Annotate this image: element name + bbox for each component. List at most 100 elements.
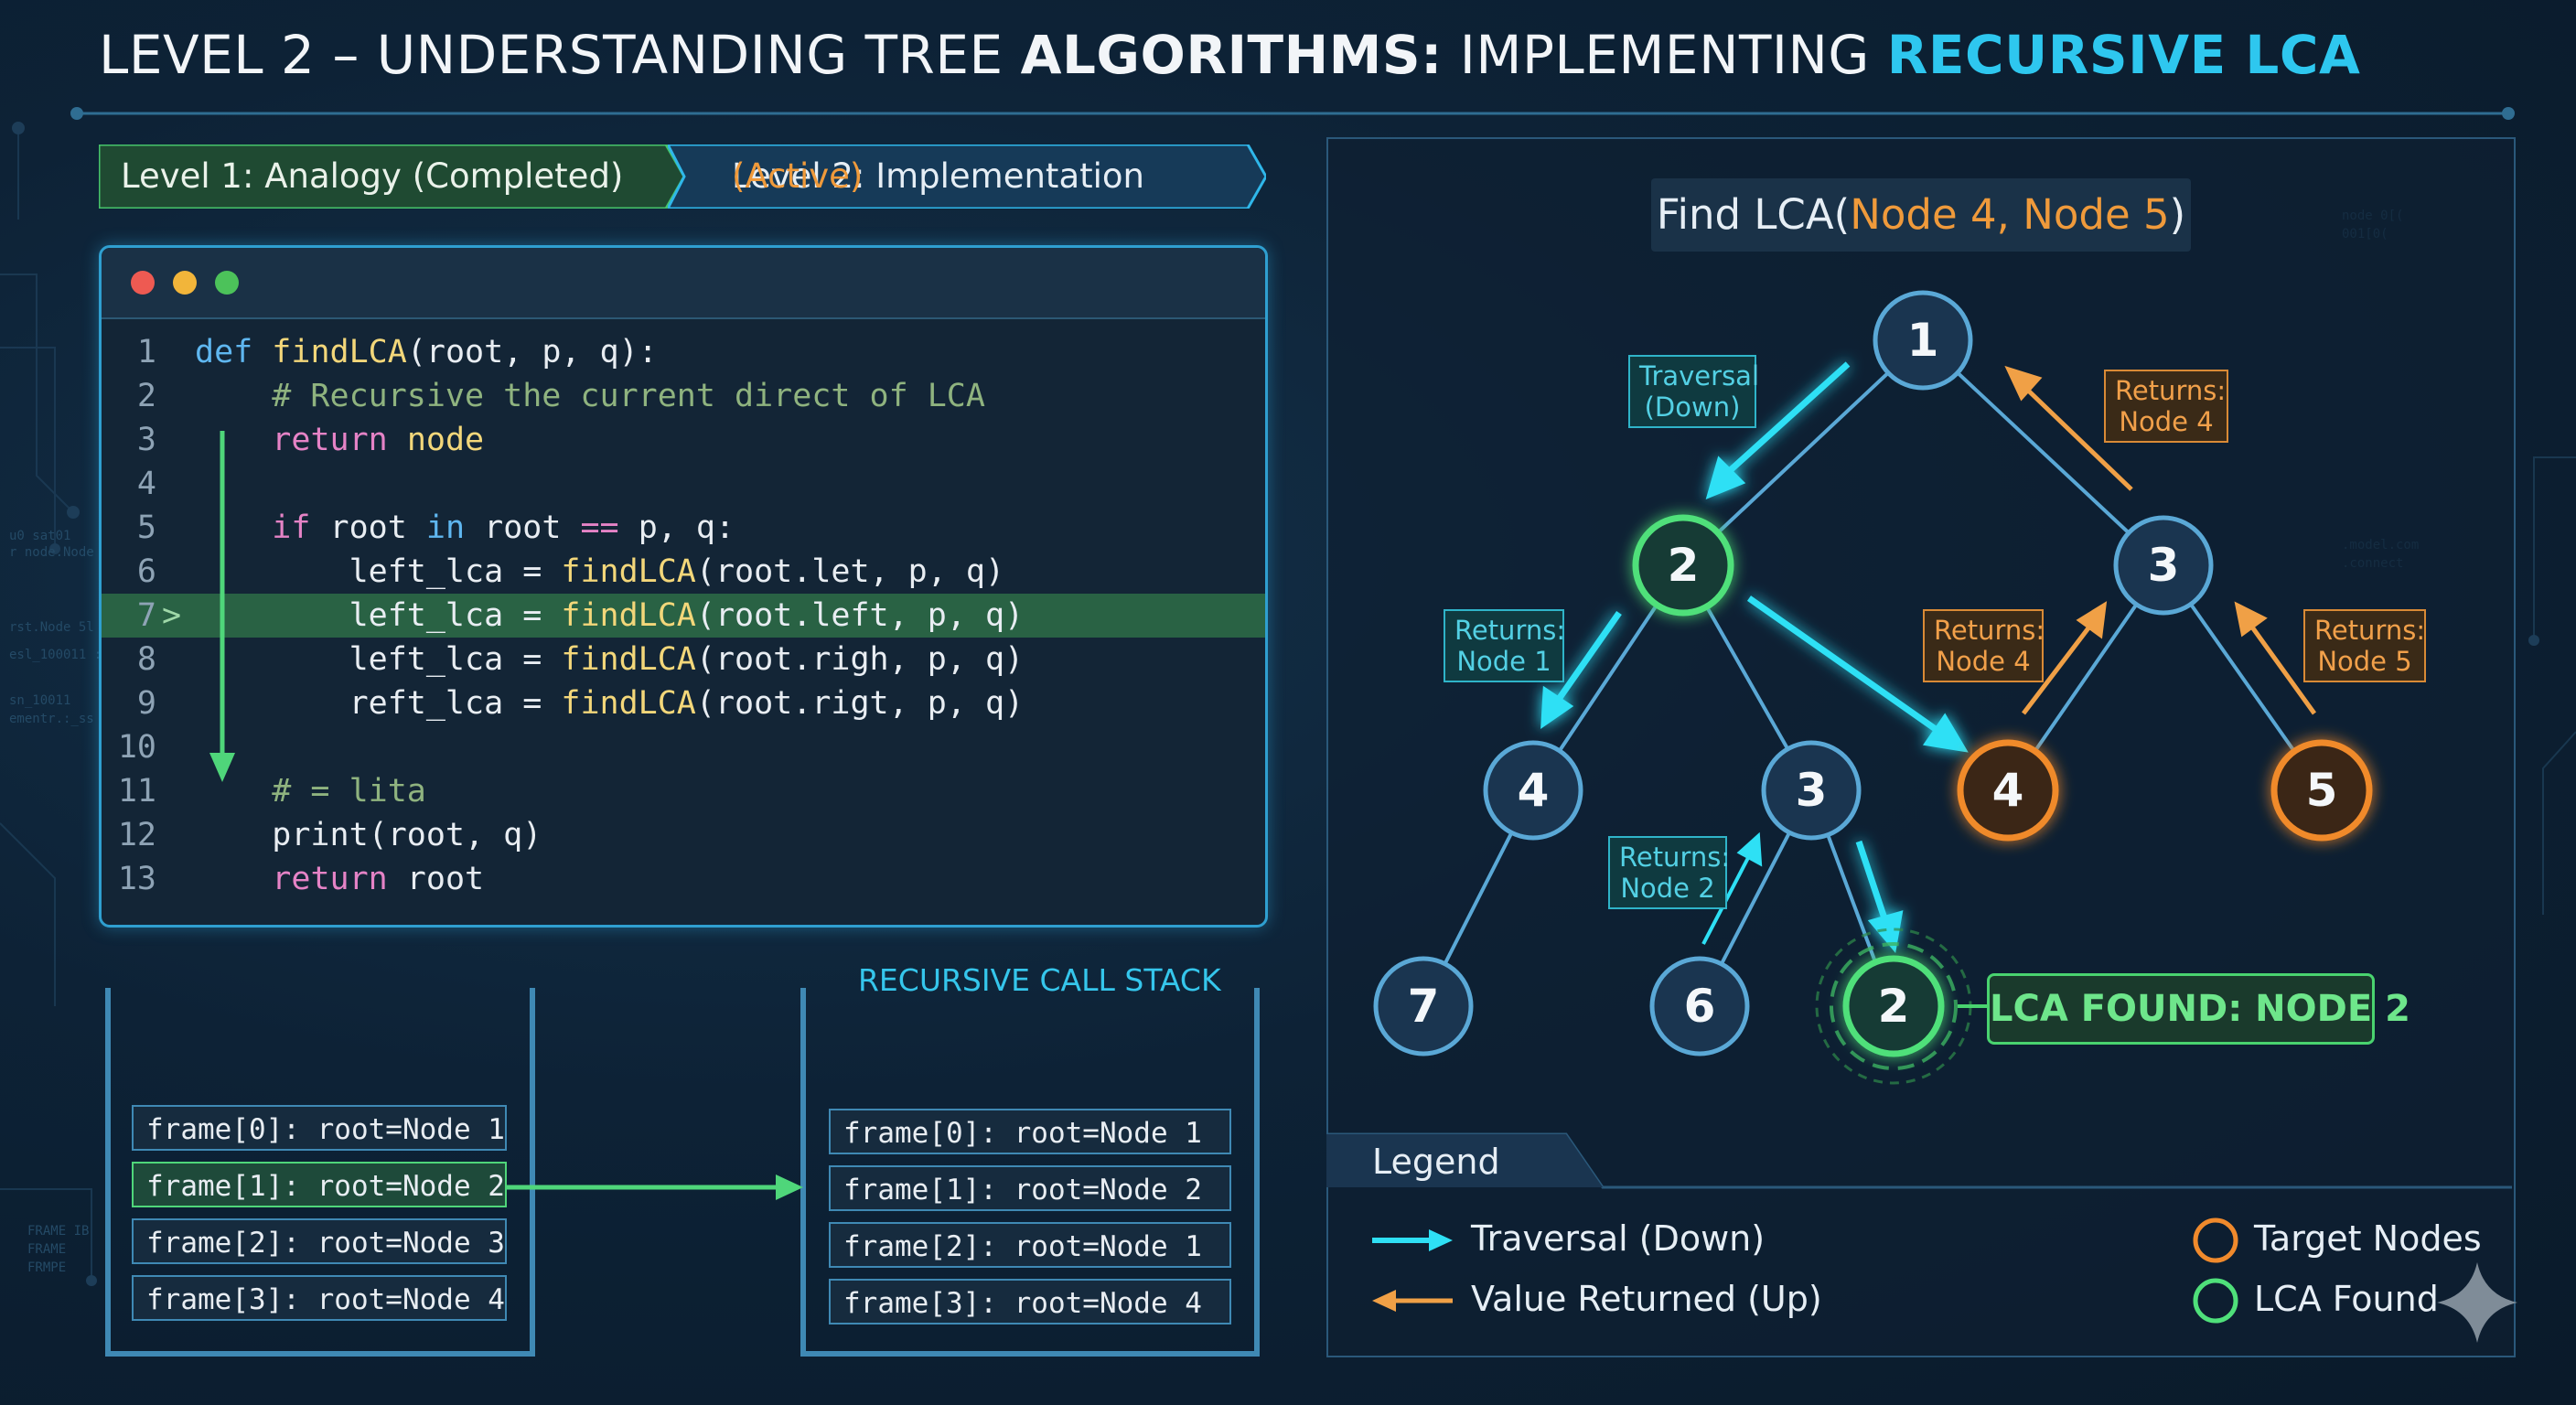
current-line-marker: > — [162, 597, 182, 634]
code-text: if root in root == p, q: — [272, 509, 735, 546]
tree-nodes — [1373, 290, 2373, 1085]
call-stack-title: RECURSIVE CALL STACK — [858, 962, 1221, 998]
code-line[interactable]: 11 # = lita — [102, 769, 1265, 813]
code-text: reft_lca = findLCA(root.rigt, p, q) — [195, 685, 1025, 722]
code-text: print(root, q) — [195, 817, 542, 853]
stack-frame[interactable]: frame[0]: root=Node 1 — [829, 1109, 1231, 1154]
legend-lca-icon — [2193, 1278, 2238, 1324]
line-number: 6 — [136, 553, 156, 590]
stack-frame[interactable]: frame[2]: root=Node 1 — [829, 1222, 1231, 1268]
stack-frame[interactable]: frame[1]: root=Node 2 — [132, 1162, 507, 1207]
title-part-4: RECURSIVE LCA — [1886, 24, 2361, 86]
title-part-1: LEVEL 2 – UNDERSTANDING TREE — [99, 24, 1021, 86]
lca-found-badge: LCA FOUND: NODE 2 — [1987, 973, 2410, 1045]
code-text: # = lita — [195, 773, 426, 810]
node-3-mid[interactable] — [1761, 740, 1862, 841]
sparkle-icon — [2437, 1262, 2517, 1343]
legend-traversal-icon — [1372, 1229, 1453, 1251]
lca-query-args: Node 4, Node 5 — [1850, 190, 2170, 239]
node-4-target[interactable] — [1957, 739, 2059, 842]
page-title: LEVEL 2 – UNDERSTANDING TREE ALGORITHMS:… — [99, 18, 2360, 91]
line-number: 10 — [117, 729, 156, 766]
breadcrumb-level-2-prefix: Level 2: Implementation — [732, 156, 1144, 196]
code-line[interactable]: 7> left_lca = findLCA(root.left, p, q) — [102, 594, 1265, 638]
legend-title: Legend — [1372, 1142, 1500, 1182]
code-text: left_lca = findLCA(root.righ, p, q) — [195, 641, 1025, 678]
annotation-returns-node2-text: Returns: Node 2 — [1619, 842, 1731, 904]
svg-text:esl_100011 :: esl_100011 : — [9, 648, 102, 662]
breadcrumb-level-1[interactable]: Level 1: Analogy (Completed) — [99, 145, 684, 209]
annotation-returns-node4-top: Returns: Node 4 — [2104, 370, 2228, 443]
node-6-label: 6 — [1683, 980, 1716, 1033]
legend-lca-label: LCA Found — [2254, 1279, 2439, 1319]
line-number: 5 — [136, 509, 156, 546]
code-line[interactable]: 4 — [102, 462, 1265, 506]
code-line[interactable]: 5 if root in root == p, q: — [102, 506, 1265, 550]
stack-frame[interactable]: frame[3]: root=Node 4 — [829, 1279, 1231, 1325]
line-number: 12 — [117, 817, 156, 853]
code-line[interactable]: 12 print(root, q) — [102, 813, 1265, 857]
code-line[interactable]: 10 — [102, 725, 1265, 769]
green-dot-icon[interactable] — [215, 271, 239, 295]
title-part-3: IMPLEMENTING — [1442, 24, 1887, 86]
line-number: 1 — [136, 334, 156, 370]
node-4-left-label: 4 — [1517, 764, 1550, 817]
return-node2-arrow — [1701, 831, 1763, 945]
svg-text:FRAME IB: FRAME IB — [27, 1224, 89, 1239]
node-4-target-label: 4 — [1991, 764, 2024, 817]
lca-query-header: Find LCA(Node 4, Node 5) — [1651, 178, 2191, 252]
legend-target-label: Target Nodes — [2254, 1218, 2482, 1259]
annotation-returns-node1-text: Returns: Node 1 — [1454, 615, 1566, 677]
svg-text:FRMPE: FRMPE — [27, 1260, 66, 1275]
line-number: 8 — [136, 641, 156, 678]
code-line[interactable]: 6 left_lca = findLCA(root.let, p, q) — [102, 550, 1265, 594]
annotation-returns-node5: Returns: Node 5 — [2303, 609, 2426, 682]
execution-flow-arrow — [209, 431, 235, 782]
breadcrumb-level-2[interactable]: Level 2: Implementation (Active) — [668, 145, 1266, 209]
return-arrows — [2004, 365, 2317, 715]
line-number: 11 — [117, 773, 156, 810]
legend-traversal-label: Traversal (Down) — [1471, 1218, 1766, 1259]
svg-text:ementr.:_ss: ementr.:_ss — [9, 712, 94, 726]
code-window-titlebar — [102, 248, 1265, 319]
node-3-right[interactable] — [2113, 515, 2214, 616]
svg-text:FRAME: FRAME — [27, 1242, 66, 1257]
line-number: 4 — [136, 466, 156, 502]
yellow-dot-icon[interactable] — [173, 271, 197, 295]
svg-text:r node.Node: r node.Node — [9, 545, 94, 560]
code-line[interactable]: 13 return root — [102, 857, 1265, 901]
code-line[interactable]: 8 left_lca = findLCA(root.righ, p, q) — [102, 638, 1265, 681]
annotation-returns-node5-text: Returns: Node 5 — [2314, 615, 2426, 677]
stack-frame[interactable]: frame[0]: root=Node 1 — [132, 1105, 507, 1151]
code-line[interactable]: 3 return node — [102, 418, 1265, 462]
stack-frame[interactable]: frame[3]: root=Node 4 — [132, 1275, 507, 1321]
red-dot-icon[interactable] — [131, 271, 155, 295]
node-7[interactable] — [1373, 956, 1474, 1056]
code-line[interactable]: 2 # Recursive the current direct of LCA — [102, 374, 1265, 418]
node-2-found-label: 2 — [1877, 980, 1910, 1033]
line-number: 13 — [117, 861, 156, 897]
node-6[interactable] — [1649, 956, 1750, 1056]
breadcrumb-level-2-status: (Active) — [732, 156, 864, 196]
annotation-returns-node4-top-text: Returns: Node 4 — [2115, 375, 2227, 437]
node-1[interactable] — [1873, 290, 1973, 391]
code-line[interactable]: 9 reft_lca = findLCA(root.rigt, p, q) — [102, 681, 1265, 725]
frame-transfer-arrow — [505, 1174, 803, 1200]
stack-container-right — [800, 988, 1260, 1357]
annotation-returns-node4-mid-text: Returns: Node 4 — [1934, 615, 2045, 677]
legend-return-icon — [1372, 1290, 1453, 1312]
legend-target-icon — [2193, 1217, 2238, 1263]
line-number: 2 — [136, 378, 156, 414]
annotation-returns-node1: Returns: Node 1 — [1444, 609, 1566, 682]
stack-frame[interactable]: frame[2]: root=Node 3 — [132, 1218, 507, 1264]
node-2-lca[interactable] — [1632, 514, 1734, 617]
node-5-target[interactable] — [2270, 739, 2373, 842]
code-text: left_lca = findLCA(root.left, p, q) — [195, 597, 1025, 634]
stack-frame[interactable]: frame[1]: root=Node 2 — [829, 1165, 1231, 1211]
code-text: return root — [272, 861, 485, 897]
node-4-left[interactable] — [1483, 740, 1583, 841]
